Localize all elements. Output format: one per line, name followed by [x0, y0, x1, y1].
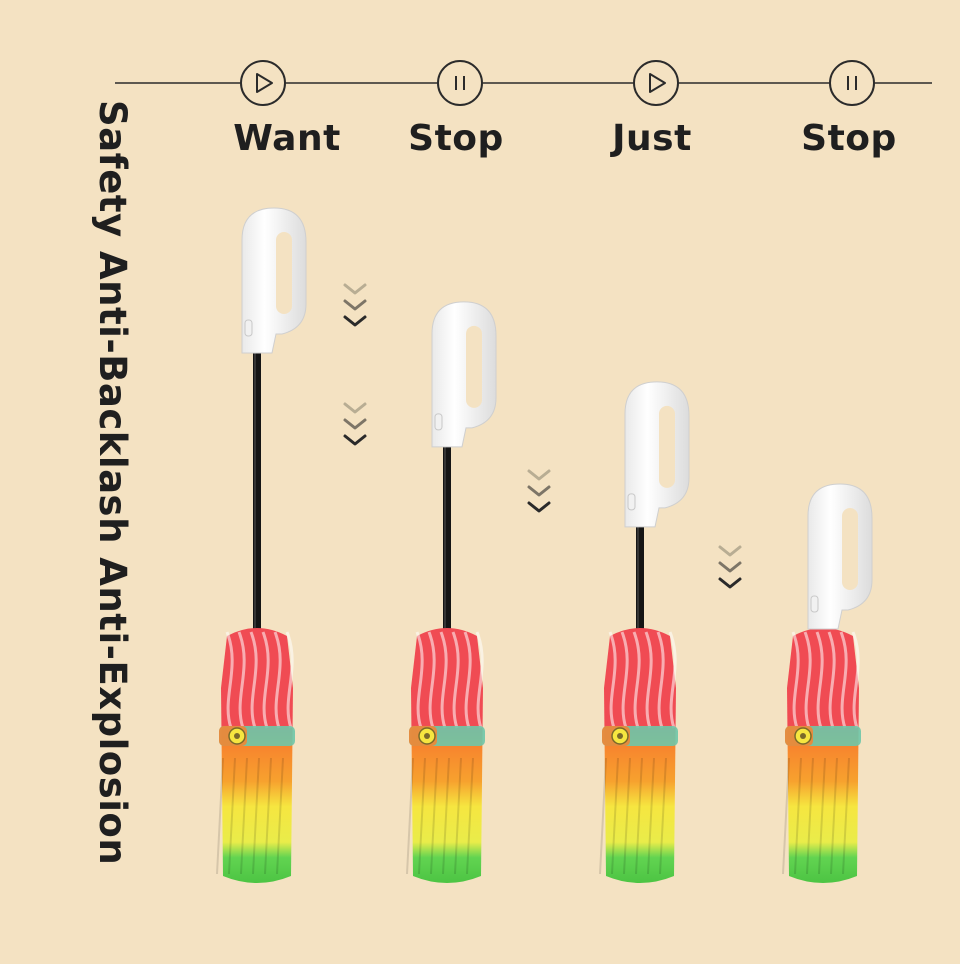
folded-umbrella	[406, 301, 497, 883]
umbrella-canopy	[787, 628, 859, 883]
umbrella-shaft	[636, 522, 644, 634]
umbrella-canopy	[604, 628, 676, 883]
folded-umbrella	[782, 483, 873, 883]
down-chevrons-icon	[343, 283, 367, 327]
down-chevrons-icon	[343, 402, 367, 446]
down-chevrons-icon	[718, 545, 742, 589]
step-label-want: Want	[233, 118, 341, 159]
umbrella-handle	[624, 381, 690, 528]
step-label-stop: Stop	[408, 118, 504, 159]
umbrella-handle	[431, 301, 497, 448]
umbrella-canopy	[221, 628, 293, 883]
step-label-stop-2: Stop	[801, 118, 897, 159]
umbrella-handle	[807, 483, 873, 630]
umbrella-shaft	[253, 349, 261, 634]
step-label-just: Just	[612, 118, 692, 159]
pause-icon	[437, 60, 483, 106]
vertical-title: Safety Anti-Backlash Anti-Explosion	[91, 100, 134, 866]
down-chevrons-icon	[527, 469, 551, 513]
umbrella-canopy	[411, 628, 483, 883]
play-icon	[633, 60, 679, 106]
folded-umbrella	[599, 381, 690, 883]
play-icon	[240, 60, 286, 106]
folded-umbrella	[216, 207, 307, 883]
umbrella-shaft	[443, 442, 451, 634]
umbrella-handle	[241, 207, 307, 354]
pause-icon	[829, 60, 875, 106]
